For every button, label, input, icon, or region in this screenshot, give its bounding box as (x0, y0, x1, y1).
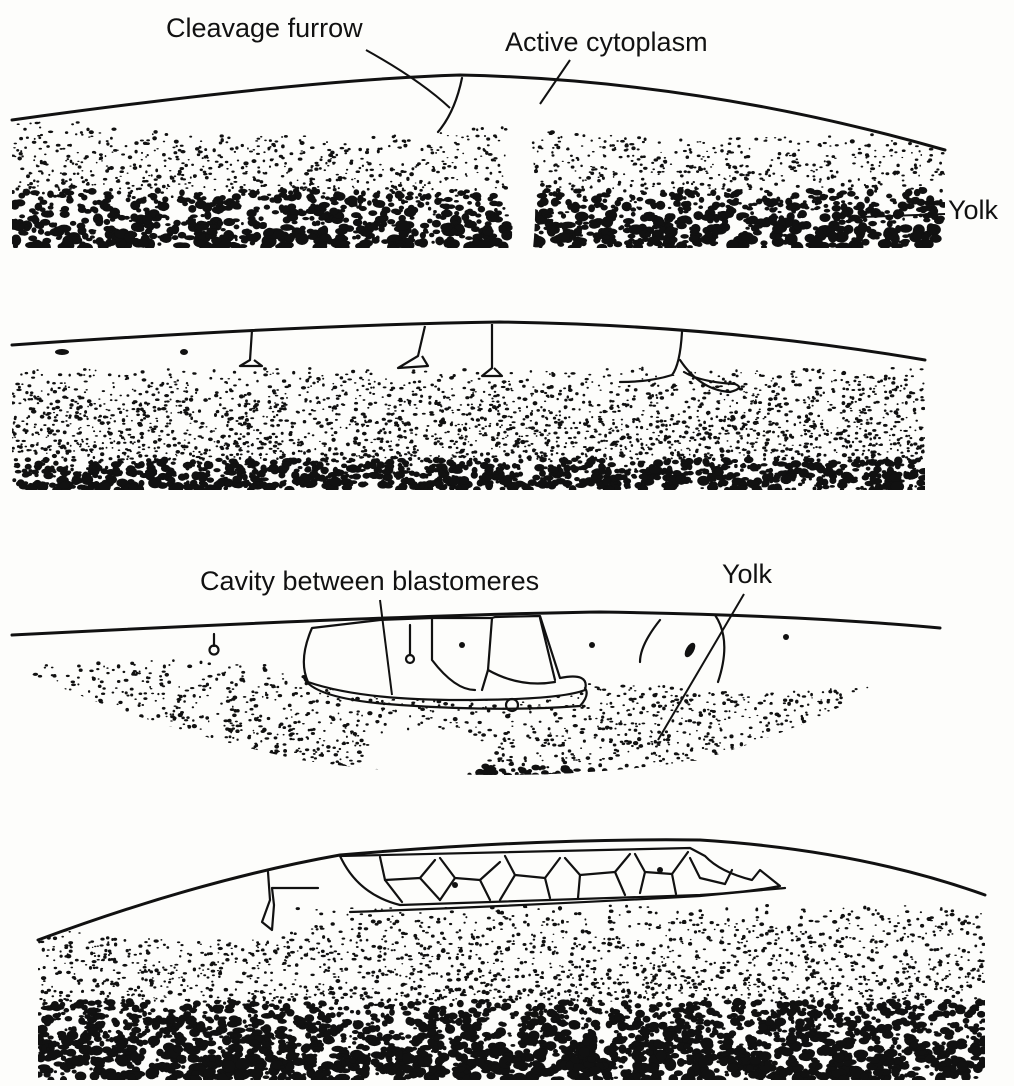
label-cavity-between-blastomeres: Cavity between blastomeres (200, 566, 539, 596)
blastomere-wall-4b (680, 360, 739, 392)
label-cleavage-furrow: Cleavage furrow (166, 13, 363, 43)
blastomere-wall-3 (482, 324, 502, 376)
nucleus-3b (589, 642, 595, 648)
yolk-stipple-4 (34, 904, 989, 1086)
yolk-nucleus (683, 641, 698, 659)
blastomere-wall-1 (240, 330, 262, 366)
nucleus-2 (180, 349, 188, 355)
label-active-cytoplasm: Active cytoplasm (505, 27, 708, 57)
marginal-cell-wall (262, 872, 318, 930)
blastodisc-surface-1 (12, 75, 945, 150)
stage-early-blastomeres (10, 322, 931, 495)
nucleus-3a (459, 642, 465, 648)
annotations: Cleavage furrow Active cytoplasm Yolk Ca… (166, 13, 999, 740)
nucleus-4a (452, 882, 458, 888)
furrow-gap (518, 125, 524, 248)
blastodisc-surface-2 (12, 322, 925, 360)
stage-blastomere-cavity (12, 612, 940, 790)
label-yolk-top: Yolk (948, 195, 999, 225)
furrow-arc-right (715, 615, 724, 682)
label-yolk-third: Yolk (722, 559, 773, 589)
leader-active-cytoplasm (540, 60, 570, 104)
blastomere-wall-4 (620, 332, 682, 382)
stage-first-cleavage (7, 75, 948, 255)
furrow-arc-left (640, 620, 660, 662)
yolk-stipple-2 (10, 367, 931, 495)
nucleus-1 (55, 349, 69, 355)
nucleus-3c (783, 634, 789, 640)
yolk-stipple-1 (7, 121, 948, 254)
leader-yolk-third (658, 594, 744, 740)
stage-late-blastoderm (34, 840, 989, 1086)
blastomere-wall-2 (398, 326, 428, 368)
nucleus-4b (657, 867, 663, 873)
blastoderm-sheet (340, 848, 780, 905)
cleavage-furrow-line (438, 78, 462, 132)
